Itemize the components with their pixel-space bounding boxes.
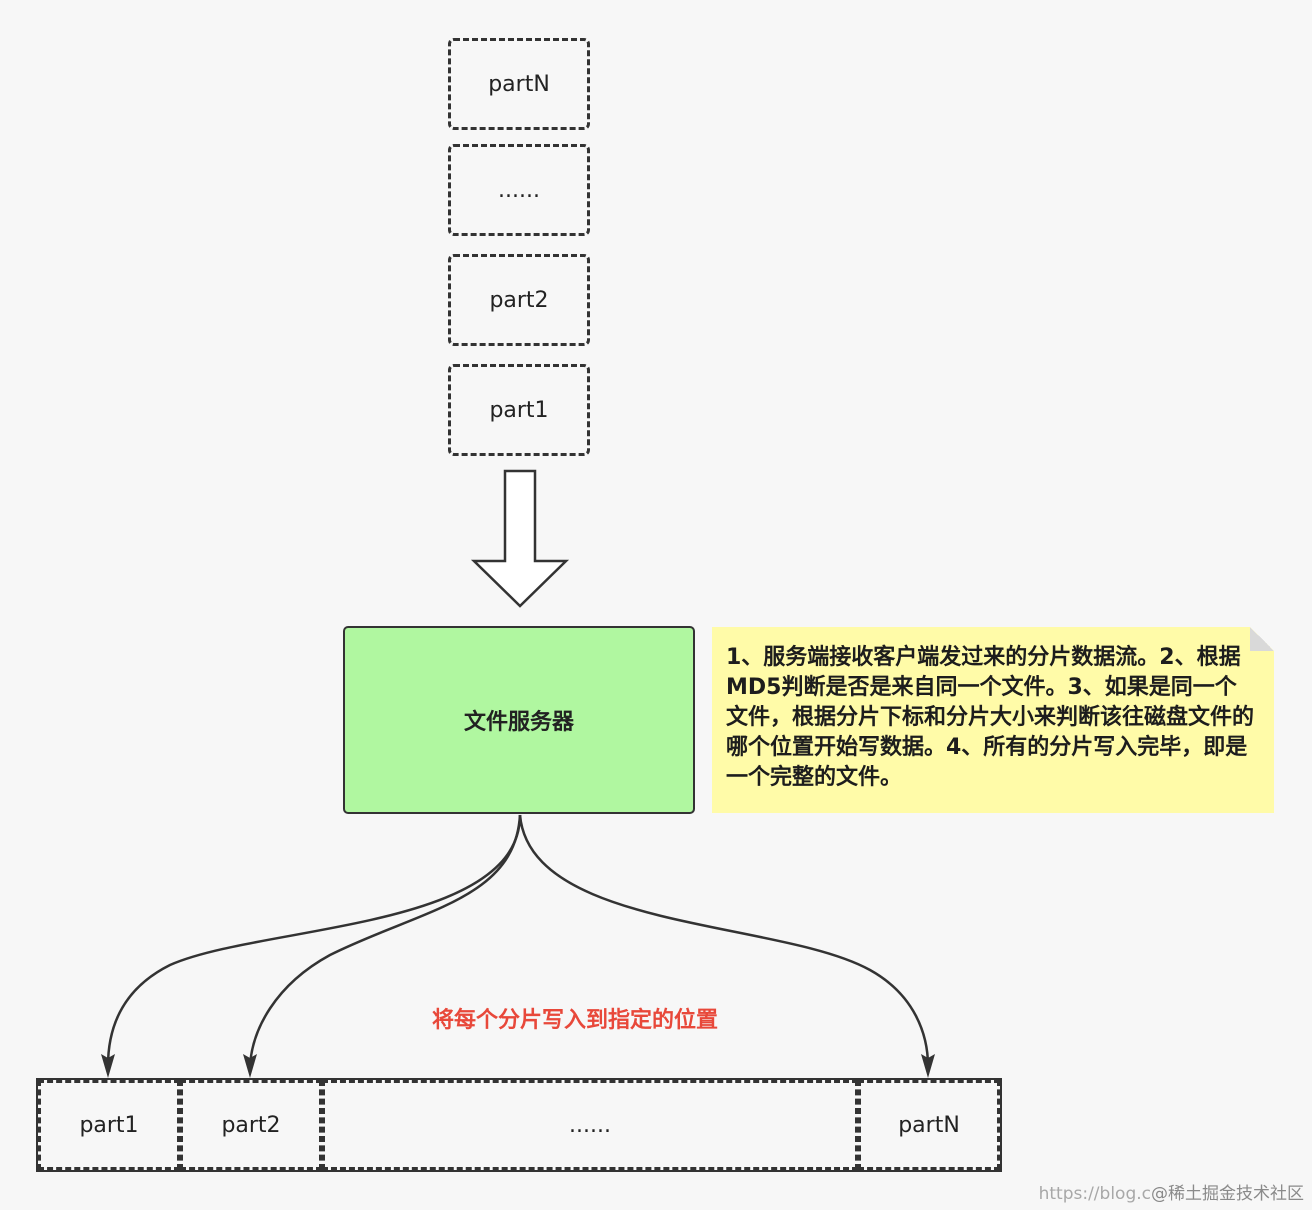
watermark-url: https://blog.c [1038, 1184, 1151, 1204]
chunk-label: part1 [489, 397, 549, 423]
chunk-label: part2 [489, 287, 549, 313]
file-segment-partN: partN [858, 1080, 1000, 1170]
process-note: 1、服务端接收客户端发过来的分片数据流。2、根据MD5判断是否是来自同一个文件。… [712, 627, 1274, 813]
note-fold-corner [1250, 627, 1274, 651]
chunk-box-partN: partN [448, 38, 590, 130]
arrowhead-partN-icon [921, 1054, 935, 1078]
segment-label: part1 [79, 1112, 139, 1138]
chunk-label: ...... [498, 177, 540, 203]
chunk-box-ellipsis: ...... [448, 144, 590, 236]
segment-label: partN [898, 1112, 960, 1138]
chunk-box-part1: part1 [448, 364, 590, 456]
segment-label: part2 [221, 1112, 281, 1138]
output-file-row: part1 part2 ...... partN [36, 1078, 1002, 1172]
file-server-label: 文件服务器 [463, 710, 574, 735]
write-position-label: 将每个分片写入到指定的位置 [431, 1008, 718, 1033]
file-segment-part2: part2 [180, 1080, 322, 1170]
segment-label: ...... [569, 1112, 611, 1138]
chunk-box-part2: part2 [448, 254, 590, 346]
connector-to-part1 [106, 814, 522, 1067]
file-segment-ellipsis: ...... [322, 1080, 858, 1170]
watermark: https://blog.c@稀土掘金技术社区 [1039, 1179, 1304, 1204]
process-note-text: 1、服务端接收客户端发过来的分片数据流。2、根据MD5判断是否是来自同一个文件。… [726, 645, 1255, 790]
connector-to-part2 [248, 814, 522, 1067]
chunk-label: partN [488, 71, 550, 97]
arrowhead-part1-icon [101, 1054, 115, 1078]
file-segment-part1: part1 [38, 1080, 180, 1170]
file-server-node: 文件服务器 [343, 626, 695, 814]
connector-to-partN [518, 814, 930, 1067]
arrowhead-part2-icon [243, 1054, 257, 1078]
watermark-site: @稀土掘金技术社区 [1151, 1184, 1304, 1204]
big-down-arrow-icon [470, 469, 570, 608]
